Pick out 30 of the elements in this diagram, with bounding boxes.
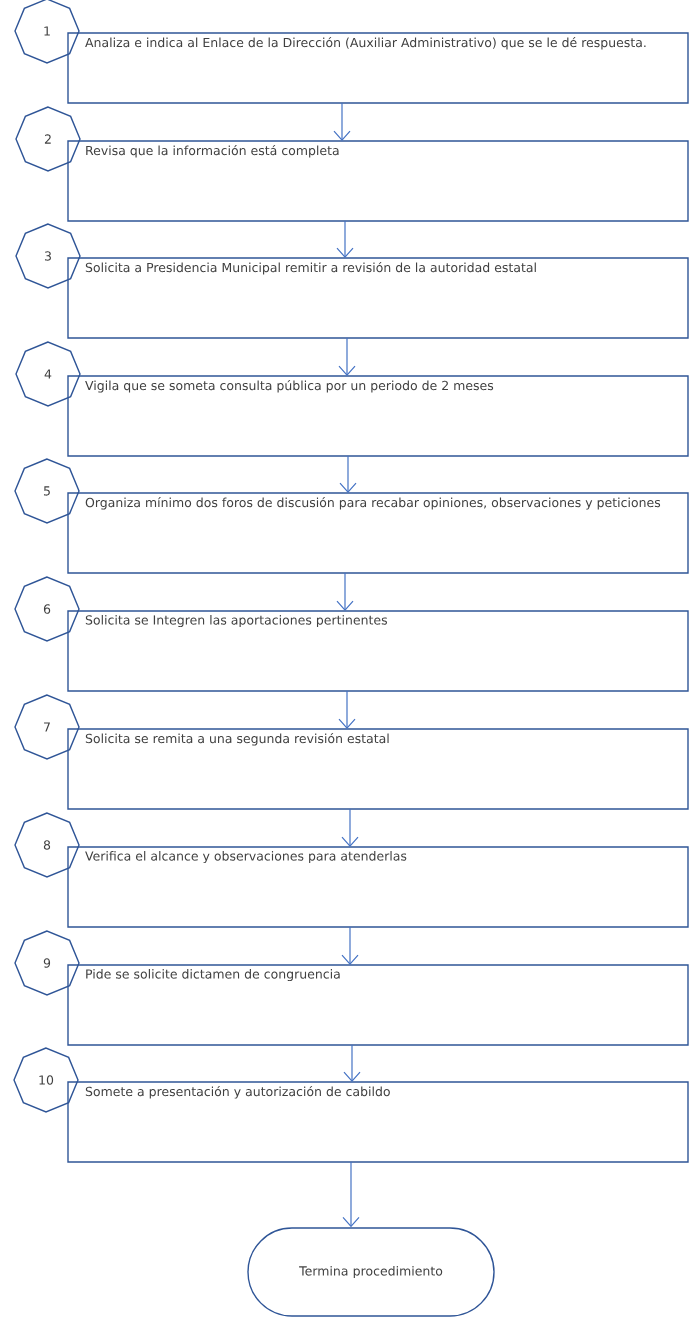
arrow: [333, 102, 351, 141]
process-box: Vigila que se someta consulta pública por un periodo de 2 meses: [67, 375, 689, 457]
arrow: [338, 337, 356, 376]
step-number-octagon: 8: [14, 812, 80, 878]
arrow: [343, 1044, 361, 1082]
step-number-octagon: 10: [13, 1047, 79, 1113]
step-number-octagon: 2: [15, 106, 81, 172]
arrow: [341, 926, 359, 965]
arrow: [341, 808, 359, 847]
arrow: [336, 572, 354, 611]
step-number-octagon: 9: [14, 930, 80, 996]
process-box: Revisa que la información está completa: [67, 140, 689, 222]
process-box: Verifica el alcance y observaciones para atenderlas: [67, 846, 689, 928]
step-number-octagon: 1: [14, 0, 80, 64]
process-box: Analiza e indica al Enlace de la Dirección (Auxiliar Administrativo) que se le dé respuesta.: [67, 32, 689, 104]
step-number-octagon: 3: [15, 223, 81, 289]
arrow: [336, 220, 354, 258]
step-number-octagon: 4: [15, 341, 81, 407]
process-box: Pide se solicite dictamen de congruencia: [67, 964, 689, 1046]
step-number-octagon: 6: [14, 576, 80, 642]
process-box: Solicita a Presidencia Municipal remitir a revisión de la autoridad estatal: [67, 257, 689, 339]
arrow: [338, 690, 356, 729]
step-number-octagon: 5: [14, 458, 80, 524]
arrow: [342, 1161, 360, 1228]
process-box: Somete a presentación y autorización de cabildo: [67, 1081, 689, 1163]
step-number-octagon: 7: [14, 694, 80, 760]
process-box: Organiza mínimo dos foros de discusión para recabar opiniones, observaciones y peticiones: [67, 492, 689, 574]
arrow: [339, 455, 357, 493]
process-box: Solicita se Integren las aportaciones pertinentes: [67, 610, 689, 692]
process-box: Solicita se remita a una segunda revisión estatal: [67, 728, 689, 810]
